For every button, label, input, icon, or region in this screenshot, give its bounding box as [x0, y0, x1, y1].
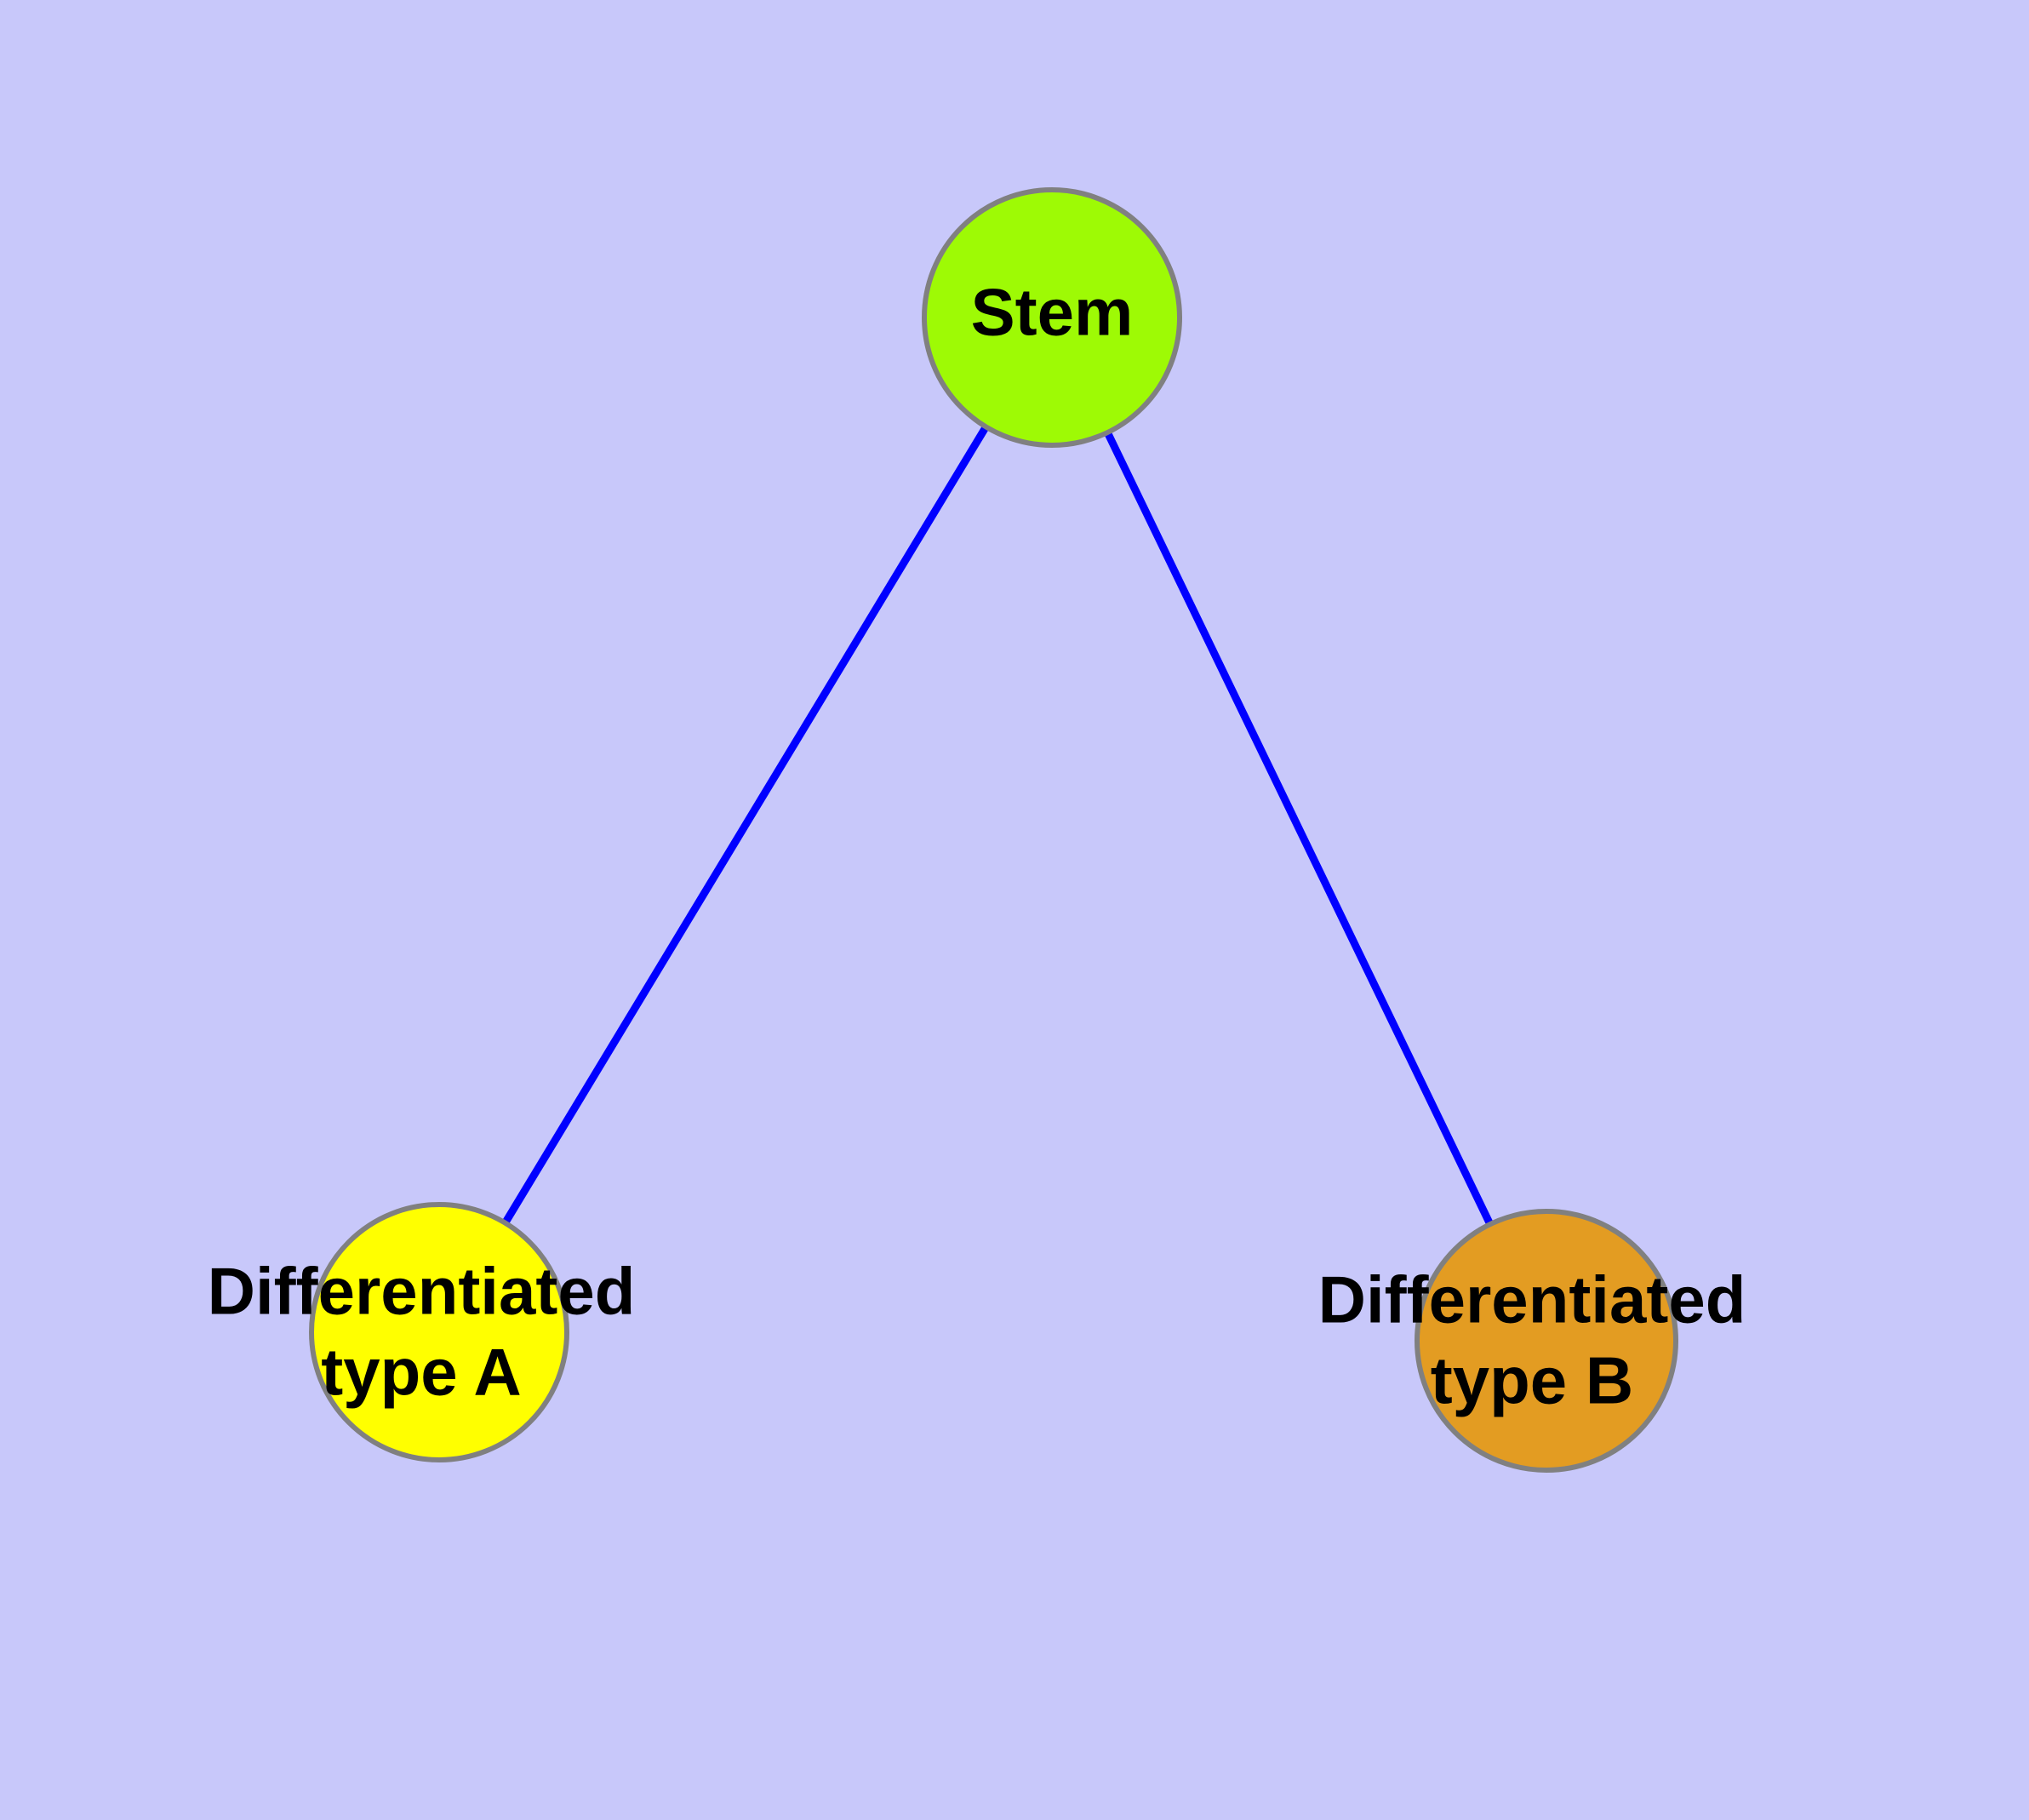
- node-stem[interactable]: [922, 187, 1182, 448]
- node-differentiated-type-b[interactable]: [1415, 1209, 1678, 1473]
- edge-layer: [436, 315, 1551, 1342]
- node-layer: [309, 187, 1678, 1473]
- label-layer: Stem Differentiated type A Differentiate…: [208, 275, 1746, 1418]
- edge-stem-to-differentiated-type-a[interactable]: [436, 315, 1055, 1335]
- node-label-differentiated-type-a-line1: Differentiated: [208, 1254, 636, 1329]
- edge-stem-to-differentiated-type-b[interactable]: [1048, 316, 1551, 1342]
- node-differentiated-type-a[interactable]: [309, 1202, 569, 1462]
- node-label-differentiated-type-b-line1: Differentiated: [1318, 1262, 1746, 1337]
- node-label-differentiated-type-b-line2: type B: [1431, 1343, 1633, 1418]
- node-label-stem: Stem: [971, 275, 1134, 350]
- node-label-differentiated-type-a-line2: type A: [321, 1335, 522, 1410]
